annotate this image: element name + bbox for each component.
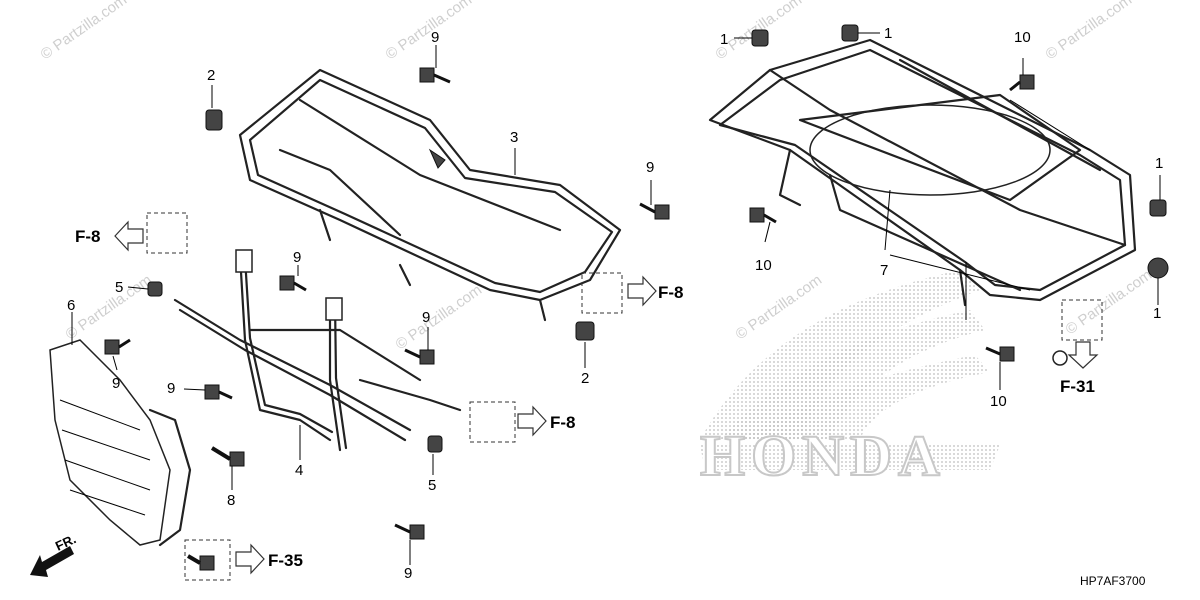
reference-arrows bbox=[30, 220, 1099, 577]
part-label-9: 9 bbox=[422, 309, 430, 326]
fasteners bbox=[104, 24, 1169, 571]
bolt-icon bbox=[1009, 74, 1035, 92]
part-label-9: 9 bbox=[293, 249, 301, 266]
arrow-left-icon bbox=[114, 220, 144, 252]
part-label-5: 5 bbox=[115, 279, 123, 296]
part-label-10: 10 bbox=[990, 393, 1007, 410]
part-label-1: 1 bbox=[1153, 305, 1161, 322]
bolt-icon bbox=[104, 338, 131, 355]
bolt-icon bbox=[404, 348, 435, 365]
ref-label-f8: F-8 bbox=[658, 283, 684, 302]
clip-icon bbox=[186, 554, 215, 571]
part-label-9: 9 bbox=[404, 565, 412, 582]
part-label-8: 8 bbox=[227, 492, 235, 509]
ref-label-f8: F-8 bbox=[75, 227, 101, 246]
cap-icon bbox=[147, 281, 163, 297]
diagram-code: HP7AF3700 bbox=[1080, 574, 1146, 588]
grommet-icon bbox=[1147, 257, 1169, 279]
arrow-right-icon bbox=[517, 405, 547, 437]
reference-labels: F-8 F-8 F-8 F-35 F-31 bbox=[75, 227, 1095, 570]
part-label-9: 9 bbox=[646, 159, 654, 176]
watermark-text: © Partzilla.com bbox=[383, 0, 476, 63]
watermark-text: © Partzilla.com bbox=[63, 271, 156, 343]
watermark-text: © Partzilla.com bbox=[393, 281, 486, 353]
leader-lines bbox=[71, 32, 1161, 565]
part-label-1: 1 bbox=[720, 31, 728, 48]
grommet-icon bbox=[1149, 199, 1167, 217]
part-label-4: 4 bbox=[295, 462, 303, 479]
part-label-2: 2 bbox=[207, 67, 215, 84]
ref-label-f31: F-31 bbox=[1060, 377, 1095, 396]
part-label-9: 9 bbox=[431, 29, 439, 46]
honda-logo-text: HONDA bbox=[700, 423, 946, 488]
part-label-10: 10 bbox=[1014, 29, 1031, 46]
honda-wing-logo: HONDA bbox=[699, 270, 1000, 489]
watermarks: © Partzilla.com © Partzilla.com © Partzi… bbox=[38, 0, 1156, 353]
bolt-icon bbox=[639, 202, 670, 220]
clip-icon bbox=[210, 446, 245, 467]
rear-carrier-frame bbox=[708, 38, 1137, 307]
part-label-6: 6 bbox=[67, 297, 75, 314]
front-guard-frame bbox=[173, 249, 462, 452]
front-arrow-icon bbox=[30, 546, 74, 577]
bolt-icon bbox=[419, 67, 451, 84]
bolt-icon bbox=[394, 523, 425, 540]
bolt-icon bbox=[985, 346, 1015, 362]
part-label-5: 5 bbox=[428, 477, 436, 494]
cap-icon bbox=[205, 109, 223, 131]
arrow-down-icon bbox=[1067, 341, 1099, 369]
cap-icon bbox=[575, 321, 595, 341]
watermark-text: © Partzilla.com bbox=[38, 0, 131, 63]
watermark-text: © Partzilla.com bbox=[1063, 266, 1156, 338]
front-direction-label: FR. bbox=[53, 531, 78, 553]
part-label-1: 1 bbox=[1155, 155, 1163, 172]
front-carrier-frame bbox=[238, 68, 622, 322]
part-label-3: 3 bbox=[510, 129, 518, 146]
grommet-icon bbox=[751, 29, 769, 47]
arrow-right-icon bbox=[627, 275, 657, 307]
bolt-icon bbox=[279, 275, 307, 292]
watermark-text: © Partzilla.com bbox=[1043, 0, 1136, 63]
bolt-icon bbox=[204, 384, 233, 400]
bolt-icon bbox=[749, 207, 777, 224]
arrow-right-icon bbox=[235, 543, 265, 575]
ref-label-f8: F-8 bbox=[550, 413, 576, 432]
part-label-9: 9 bbox=[167, 380, 175, 397]
reference-boxes bbox=[146, 212, 1103, 581]
part-label-7: 7 bbox=[880, 262, 888, 279]
part-label-9: 9 bbox=[112, 375, 120, 392]
part-label-1: 1 bbox=[884, 25, 892, 42]
cap-icon bbox=[427, 435, 443, 453]
ref-label-f35: F-35 bbox=[268, 551, 303, 570]
part-label-10: 10 bbox=[755, 257, 772, 274]
part-label-2: 2 bbox=[581, 370, 589, 387]
front-bumper-panel bbox=[49, 339, 192, 547]
grommet-icon bbox=[841, 24, 859, 42]
part-number-labels: 1 1 1 1 2 2 3 4 5 5 6 7 8 9 9 9 9 9 9 9 … bbox=[67, 25, 1163, 582]
